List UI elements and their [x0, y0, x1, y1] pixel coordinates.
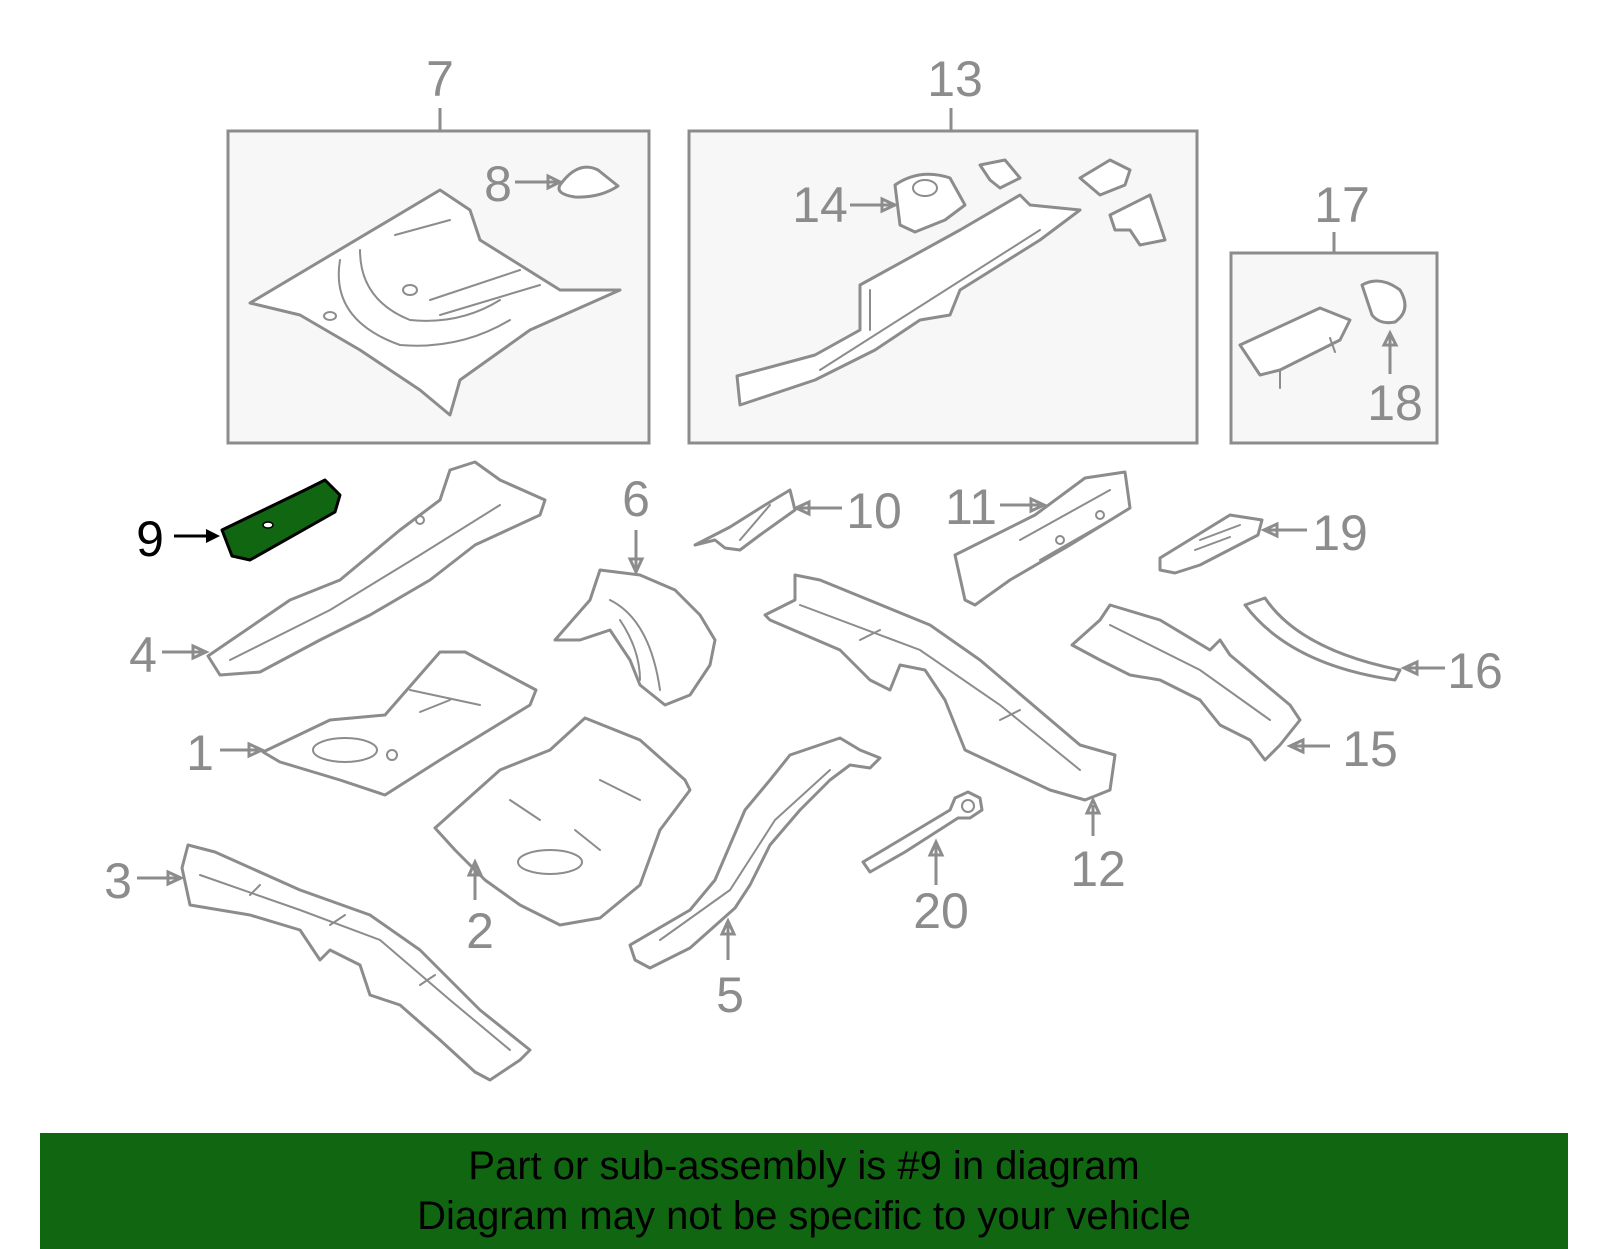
part-7-floor-pan[interactable] — [248, 188, 622, 417]
group-16: 16 — [1243, 596, 1503, 699]
callout-18[interactable]: 18 — [1367, 375, 1423, 431]
callout-5[interactable]: 5 — [716, 967, 744, 1023]
banner-line-2: Diagram may not be specific to your vehi… — [417, 1194, 1191, 1238]
callout-9[interactable]: 9 — [136, 511, 164, 567]
info-banner: Part or sub-assembly is #9 in diagram Di… — [40, 1133, 1568, 1249]
group-7: 7 8 — [226, 51, 651, 445]
callout-8[interactable]: 8 — [484, 156, 512, 212]
callout-1[interactable]: 1 — [186, 725, 214, 781]
part-10-bracket[interactable] — [693, 488, 797, 552]
part-2-spare-tire-pan[interactable] — [433, 716, 692, 927]
callout-17[interactable]: 17 — [1314, 177, 1370, 233]
group-17: 17 18 — [1229, 177, 1439, 445]
callout-20[interactable]: 20 — [913, 883, 969, 939]
callout-4[interactable]: 4 — [129, 627, 157, 683]
callout-11[interactable]: 11 — [945, 479, 997, 535]
part-5-frame-rail[interactable] — [628, 736, 882, 970]
group-15: 15 — [1070, 603, 1398, 777]
part-9-reinforcement[interactable] — [220, 478, 342, 562]
group-2: 2 — [433, 716, 692, 959]
group-20: 20 — [861, 790, 984, 939]
callout-12[interactable]: 12 — [1070, 841, 1126, 897]
callout-2[interactable]: 2 — [466, 903, 494, 959]
group-3: 3 — [104, 843, 532, 1082]
part-13-side-member[interactable] — [735, 193, 1082, 407]
part-1-floor-panel[interactable] — [261, 650, 538, 797]
part-8-plug[interactable] — [557, 165, 620, 199]
part-20-tow-hook[interactable] — [861, 790, 984, 874]
callout-6[interactable]: 6 — [622, 471, 650, 527]
group-12: 12 — [763, 573, 1126, 897]
callout-13[interactable]: 13 — [927, 51, 983, 107]
part-6-wheelhouse[interactable] — [553, 568, 717, 707]
banner-line-1: Part or sub-assembly is #9 in diagram — [468, 1144, 1140, 1188]
part-18-reinforcement[interactable] — [1360, 279, 1407, 325]
callout-16[interactable]: 16 — [1447, 643, 1503, 699]
part-4-rail[interactable] — [206, 460, 547, 677]
group-19: 19 — [1158, 505, 1368, 575]
callout-14[interactable]: 14 — [792, 177, 848, 233]
callout-3[interactable]: 3 — [104, 853, 132, 909]
part-16-strip[interactable] — [1243, 596, 1402, 682]
group-4: 4 — [129, 460, 547, 683]
group-5: 5 — [628, 736, 882, 1023]
group-10: 10 — [693, 483, 902, 552]
callout-15[interactable]: 15 — [1342, 721, 1398, 777]
part-15-extension[interactable] — [1070, 603, 1302, 762]
group-11: 11 — [945, 470, 1132, 607]
group-9: 9 — [136, 478, 342, 567]
group-6: 6 — [553, 471, 717, 707]
group-13: 13 14 — [687, 51, 1199, 445]
callout-10[interactable]: 10 — [846, 483, 902, 539]
part-17-bracket[interactable] — [1238, 306, 1352, 377]
part-3-rear-rail[interactable] — [180, 843, 532, 1082]
part-12-side-rail[interactable] — [763, 573, 1117, 802]
callout-7[interactable]: 7 — [426, 51, 454, 107]
callout-19[interactable]: 19 — [1312, 505, 1368, 561]
group-1: 1 — [186, 650, 538, 797]
